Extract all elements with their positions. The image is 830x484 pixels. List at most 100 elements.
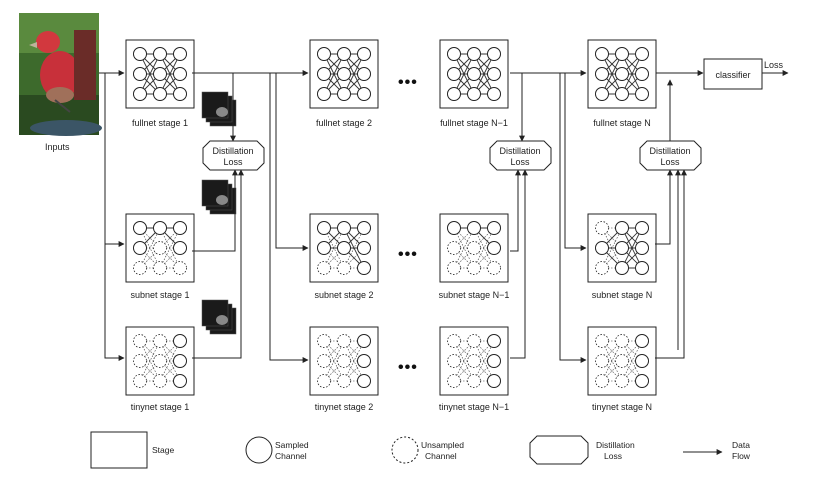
fullnet-label-4: fullnet stage N [593, 118, 651, 128]
sampled-channel [173, 87, 187, 101]
unsampled-channel [467, 241, 481, 255]
sampled-channel [635, 241, 649, 255]
input-image [19, 13, 102, 136]
tinynet-label-1: tinynet stage 1 [131, 402, 190, 412]
subnet-stage-3 [439, 213, 509, 283]
sampled-channel [615, 87, 629, 101]
sampled-channel [357, 354, 371, 368]
distillation-loss-3: Distillation Loss [639, 140, 702, 171]
unsampled-channel [133, 354, 147, 368]
subnet-stage-2 [309, 213, 379, 283]
unsampled-channel [173, 261, 187, 275]
sampled-channel [615, 67, 629, 81]
unsampled-channel [337, 354, 351, 368]
unsampled-channel [153, 374, 167, 388]
svg-text:Loss: Loss [604, 451, 622, 461]
subnet-stage-1 [125, 213, 195, 283]
subnet-label-2: subnet stage 2 [314, 290, 373, 300]
tinynet-stage-4 [587, 326, 657, 396]
tinynet-label-4: tinynet stage N [592, 402, 652, 412]
unsampled-channel [153, 261, 167, 275]
svg-text:Loss: Loss [660, 157, 680, 167]
sampled-channel [487, 354, 501, 368]
sampled-channel [317, 87, 331, 101]
sampled-channel [153, 47, 167, 61]
sampled-channel [357, 67, 371, 81]
legend-unsampled-circle [391, 436, 419, 464]
sampled-channel [447, 47, 461, 61]
sampled-channel [133, 47, 147, 61]
unsampled-channel [595, 374, 609, 388]
unsampled-channel [153, 241, 167, 255]
unsampled-channel [447, 354, 461, 368]
svg-text:Channel: Channel [275, 451, 307, 461]
unsampled-channel [467, 354, 481, 368]
unsampled-channel [595, 261, 609, 275]
sampled-channel [595, 87, 609, 101]
sampled-channel [153, 67, 167, 81]
fullnet-label-3: fullnet stage N−1 [440, 118, 508, 128]
sampled-channel [133, 67, 147, 81]
sampled-channel [357, 87, 371, 101]
fullnet-stage-3 [439, 39, 509, 109]
legend-stage-box [90, 431, 148, 469]
sampled-channel [487, 47, 501, 61]
distillation-loss-1: Distillation Loss [202, 140, 265, 171]
unsampled-channel [595, 334, 609, 348]
legend: Stage Sampled Channel Unsampled Channel … [90, 431, 751, 469]
feature-maps [201, 91, 237, 335]
tinynet-label-3: tinynet stage N−1 [439, 402, 509, 412]
unsampled-channel [447, 374, 461, 388]
sampled-channel [615, 221, 629, 235]
svg-text:Distillation: Distillation [212, 146, 253, 156]
sampled-channel [635, 374, 649, 388]
sampled-channel [635, 67, 649, 81]
sampled-channel [173, 67, 187, 81]
unsampled-channel [337, 261, 351, 275]
unsampled-channel [467, 374, 481, 388]
distillation-loss-2: Distillation Loss [489, 140, 552, 171]
unsampled-channel [337, 374, 351, 388]
sampled-channel [317, 241, 331, 255]
unsampled-channel [317, 334, 331, 348]
fullnet-stage-1 [125, 39, 195, 109]
sampled-channel [337, 67, 351, 81]
sampled-channel [317, 47, 331, 61]
sampled-channel [635, 261, 649, 275]
unsampled-channel [447, 334, 461, 348]
sampled-channel [357, 221, 371, 235]
sampled-channel [467, 47, 481, 61]
sampled-channel [337, 47, 351, 61]
sampled-channel [357, 334, 371, 348]
ellipsis-tinynet: ••• [398, 359, 418, 376]
sampled-channel [635, 334, 649, 348]
sampled-channel [615, 47, 629, 61]
svg-text:Loss: Loss [510, 157, 530, 167]
svg-text:classifier: classifier [715, 70, 750, 80]
unsampled-channel [153, 354, 167, 368]
subnet-label-1: subnet stage 1 [130, 290, 189, 300]
sampled-channel [357, 47, 371, 61]
sampled-channel [487, 87, 501, 101]
sampled-channel [173, 47, 187, 61]
unsampled-channel [595, 354, 609, 368]
loss-label: Loss [764, 60, 784, 70]
sampled-channel [447, 67, 461, 81]
sampled-channel [357, 241, 371, 255]
sampled-channel [337, 87, 351, 101]
sampled-channel [447, 87, 461, 101]
svg-text:Channel: Channel [425, 451, 457, 461]
sampled-channel [487, 334, 501, 348]
sampled-channel [487, 221, 501, 235]
unsampled-channel [467, 334, 481, 348]
sampled-channel [133, 241, 147, 255]
sampled-channel [635, 221, 649, 235]
svg-text:Unsampled: Unsampled [421, 440, 464, 450]
fullnet-stage-4 [587, 39, 657, 109]
unsampled-channel [447, 261, 461, 275]
svg-text:Sampled: Sampled [275, 440, 309, 450]
sampled-channel [447, 221, 461, 235]
unsampled-channel [467, 261, 481, 275]
sampled-channel [487, 374, 501, 388]
